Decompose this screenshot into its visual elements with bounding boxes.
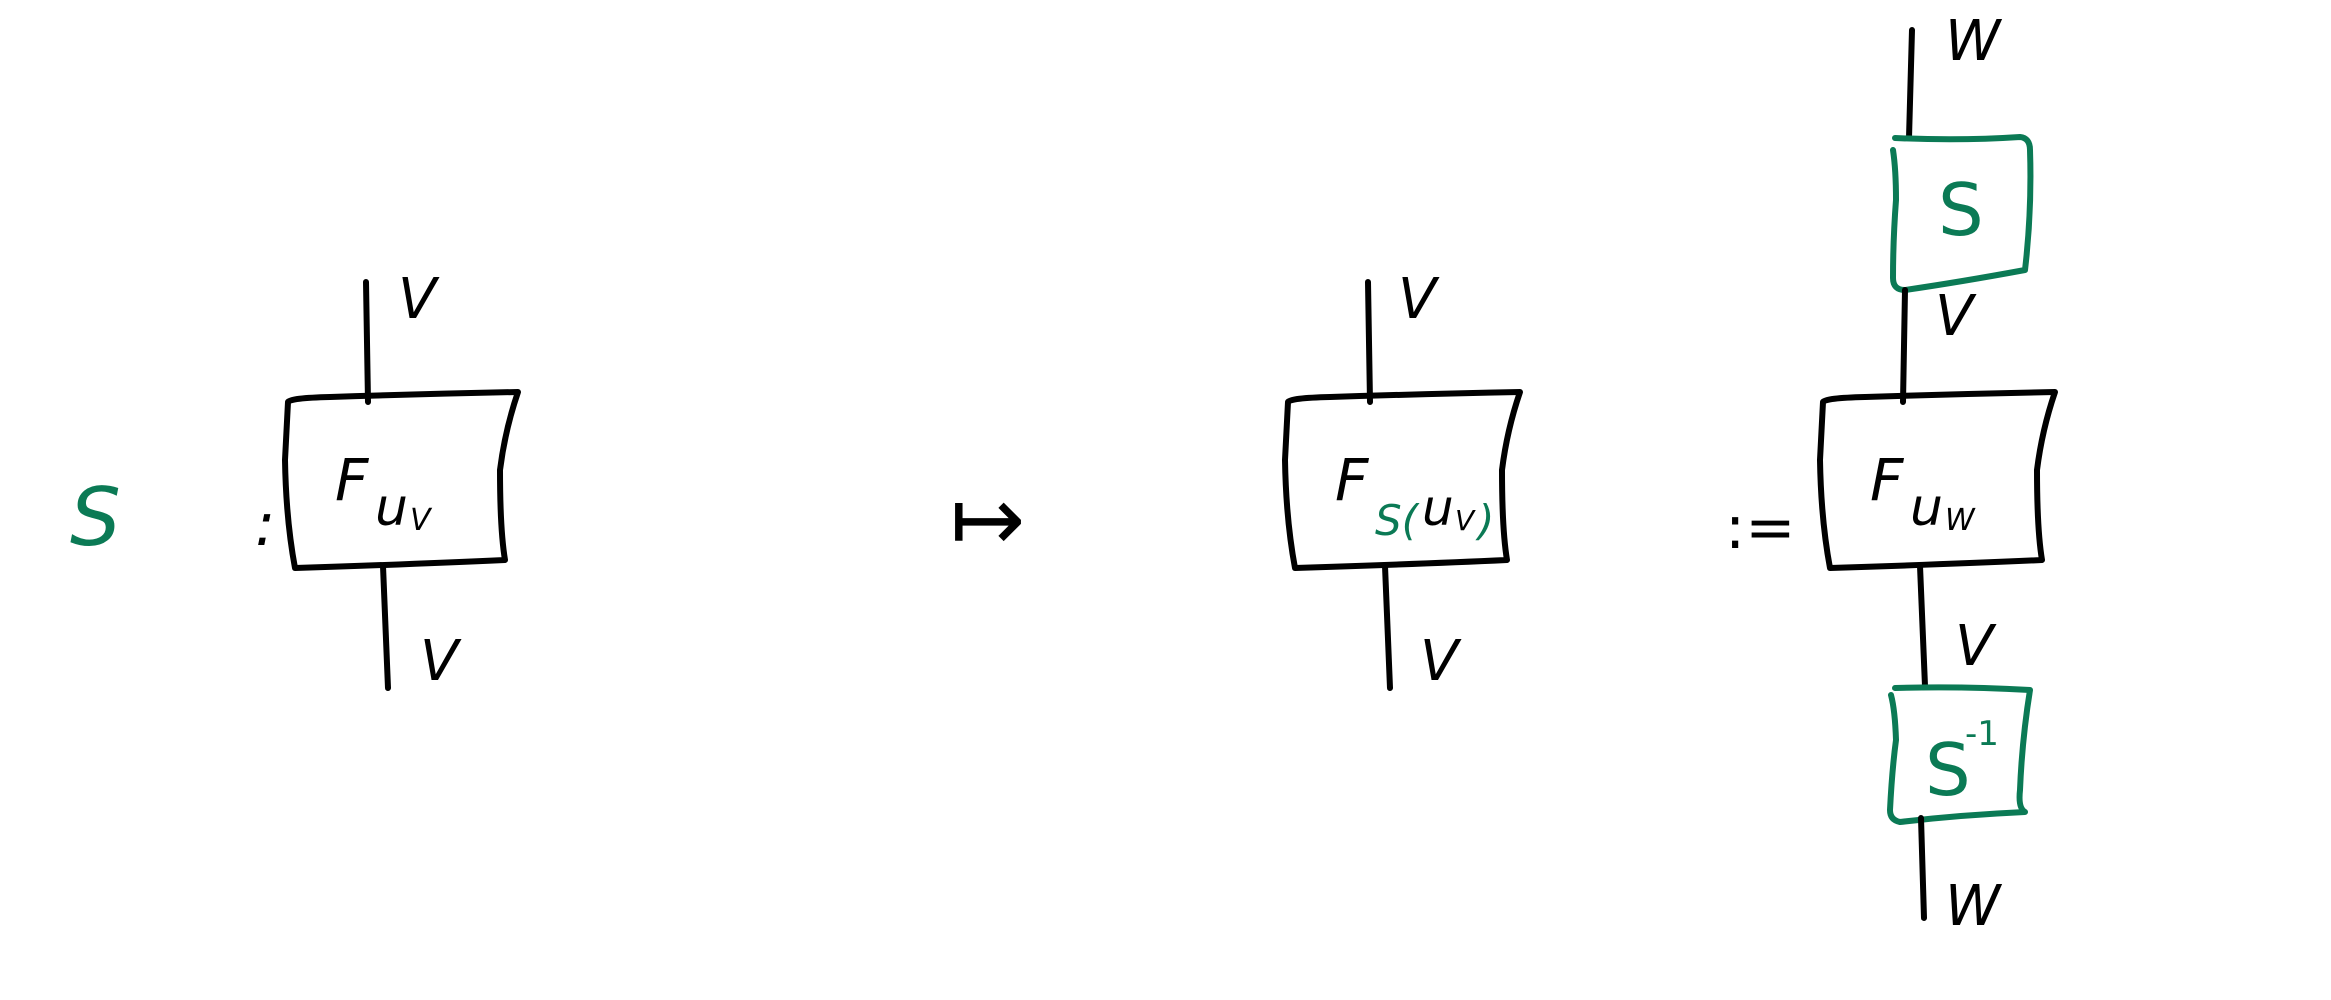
colon: : <box>255 490 275 560</box>
box-sinv-label: S <box>1925 728 1971 812</box>
wire-label-top: V <box>1398 267 1440 332</box>
wire-label-top: V <box>398 267 440 332</box>
wire-label-mid-bottom: V <box>1955 614 1997 679</box>
wire-top-w <box>1906 27 1915 141</box>
wire-top <box>1365 279 1373 405</box>
box-label-f: F <box>1335 446 1370 514</box>
wire-label-bottom: V <box>420 629 462 694</box>
box-outline <box>282 389 521 571</box>
wire-bottom-w <box>1918 815 1927 921</box>
box-sinv-exponent: -1 <box>1965 714 1999 754</box>
box-subscript-u: u <box>1422 479 1454 537</box>
box-sinv-outline <box>1887 684 2033 825</box>
wire-label-mid-top: V <box>1935 284 1977 349</box>
map-symbol-s: S <box>70 471 121 564</box>
box-s-label: S <box>1938 168 1984 252</box>
box-sub-close: ) <box>1475 496 1494 545</box>
box-f-outline <box>1817 389 2058 571</box>
wire-mid-bottom <box>1917 563 1928 689</box>
box-subscript-u: u <box>1910 478 1943 538</box>
box-f-s-uv: V V F S( u V ) <box>1282 267 1523 694</box>
wire-label-bottom-w: W <box>1945 874 2003 939</box>
box-s-outline <box>1890 134 2034 293</box>
box-sub-map-s: S( <box>1375 496 1420 545</box>
box-f-uv: V V F u V <box>282 267 521 694</box>
box-subscript-u: u <box>375 478 408 538</box>
box-subsub-v: V <box>410 503 433 538</box>
wire-top <box>363 279 371 405</box>
mapsto-arrow: ↦ <box>950 467 1025 572</box>
box-outline <box>1282 389 1523 571</box>
box-label-f: F <box>1870 446 1905 514</box>
wire-mid-top <box>1900 287 1908 405</box>
wire-label-bottom: V <box>1420 629 1462 694</box>
wire-label-top-w: W <box>1945 9 2003 74</box>
box-label-f: F <box>335 446 370 514</box>
box-subsub-w: W <box>1945 503 1976 538</box>
box-subsub-v: V <box>1455 504 1476 537</box>
composite-s-f-sinv: W S V F u W V S -1 W <box>1817 9 2058 939</box>
defeq: := <box>1725 493 1796 563</box>
wire-bottom <box>1382 563 1393 691</box>
wire-bottom <box>380 563 391 691</box>
